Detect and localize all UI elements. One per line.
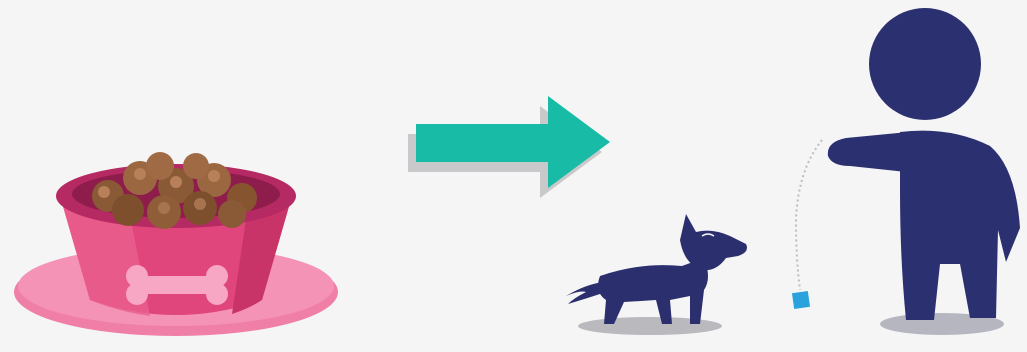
dog-bowl-icon [14, 152, 338, 336]
treat-icon [792, 291, 810, 309]
person-icon [792, 8, 1020, 335]
arrow-right-icon [408, 96, 610, 198]
kibble [92, 152, 257, 229]
dog-icon [566, 214, 747, 335]
